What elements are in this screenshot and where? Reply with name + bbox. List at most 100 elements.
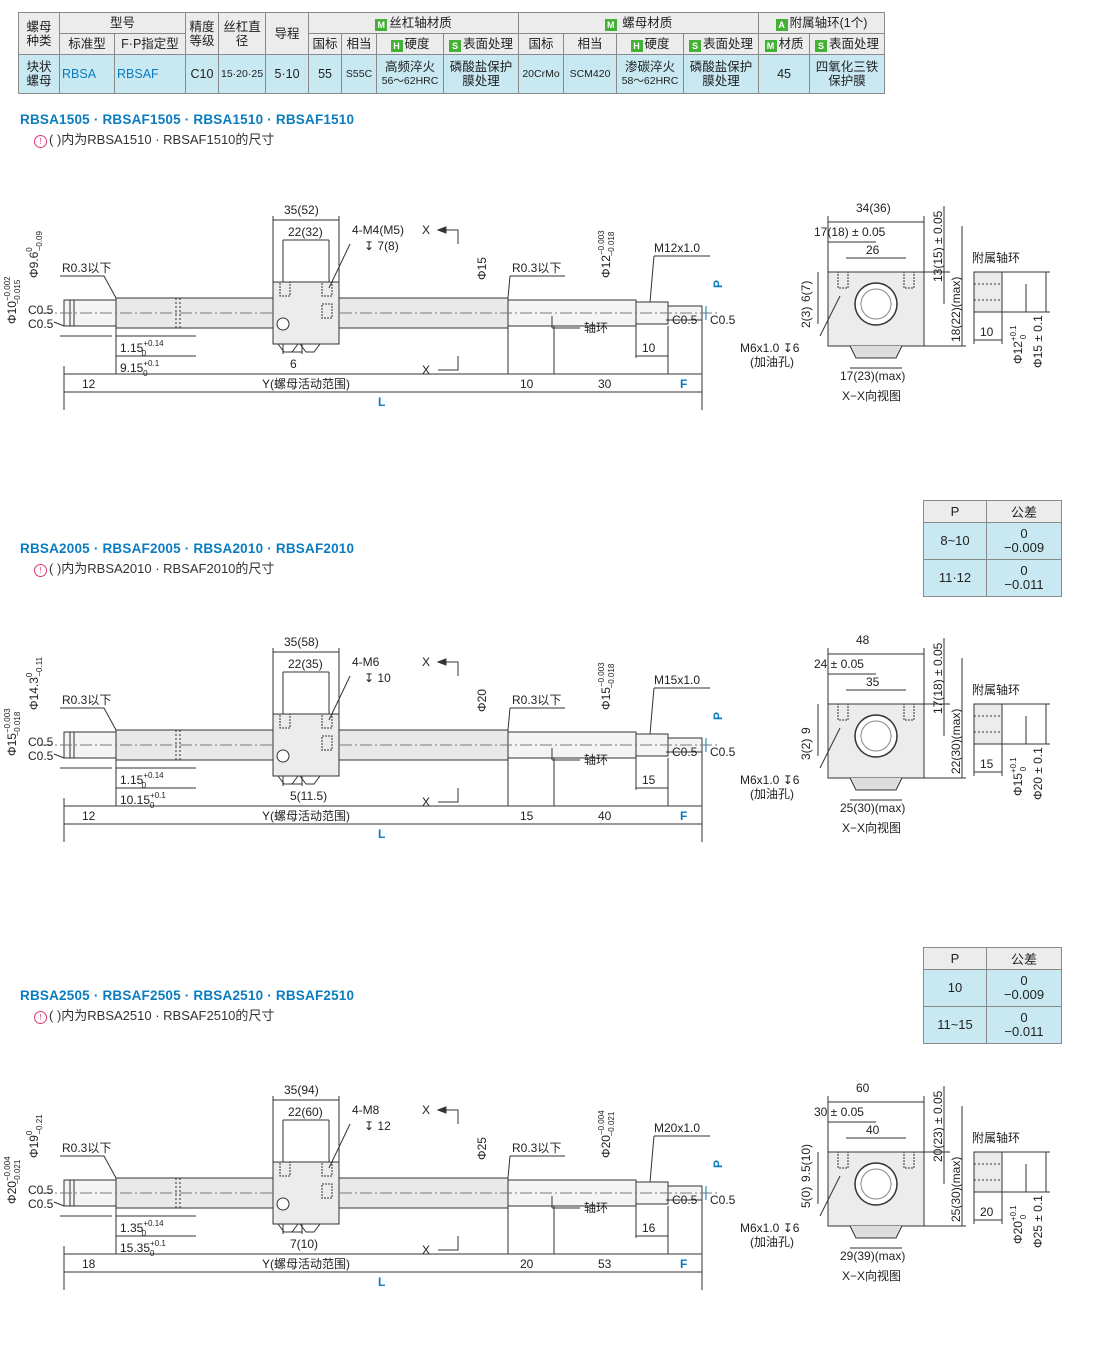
hardness-icon: H xyxy=(630,39,643,52)
section-2-note: !( )内为RBSA2010 · RBSAF2010的尺寸 xyxy=(34,558,274,577)
label-dim-c: 10 xyxy=(642,341,656,355)
label-dim-hole: 6 xyxy=(290,357,297,371)
label-ring-title: 附属轴环 xyxy=(972,1130,1020,1145)
label-shaft-phi: Φ15−0.003−0.018 xyxy=(597,662,616,710)
nut-block xyxy=(272,1161,340,1225)
label-thread: M15x1.0 xyxy=(654,673,700,687)
technical-drawing: 35(52) 22(32) 4-M4(M5) ↧ 7(8) X X R0.3以下… xyxy=(3,201,1050,410)
nut-teeth xyxy=(277,1223,321,1233)
header-model: 型号 xyxy=(59,12,186,34)
cell-nut-type: 块状螺母 xyxy=(18,54,60,94)
surface-icon: S xyxy=(815,39,828,52)
cell-standard: RBSA xyxy=(59,54,115,94)
oil-hole xyxy=(276,749,290,763)
label-dim-left: 18 xyxy=(82,1257,96,1271)
label-block-pitch: 26 xyxy=(866,243,880,257)
cell-diameter: 15·20·25 xyxy=(217,54,267,94)
label-left-phi: Φ15−0.003−0.018 xyxy=(3,708,22,756)
label-p: P xyxy=(711,280,725,288)
label-r03-right: R0.3以下 xyxy=(512,693,561,707)
label-y: Y(螺母活动范围) xyxy=(262,1257,350,1271)
drawing-section-2: 35(58) 22(35) 4-M6 ↧ 10 X X R0.3以下 R0.3以… xyxy=(0,628,1100,893)
label-block-s1: 6(7) xyxy=(799,281,813,302)
label-tap-depth: ↧ 7(8) xyxy=(364,239,399,253)
header-nut-type: 螺母种类 xyxy=(18,12,60,55)
label-block-h2: 18(22)(max) xyxy=(949,277,963,342)
label-thread: M12x1.0 xyxy=(654,241,700,255)
label-x-bottom: X xyxy=(422,1243,430,1257)
label-shaft-phi: Φ20−0.004−0.021 xyxy=(597,1110,616,1158)
label-x-top: X xyxy=(422,1103,430,1117)
label-block-s2: 2(3) xyxy=(799,307,813,328)
tap-hole xyxy=(321,713,333,729)
label-nut-hole-pitch: 22(32) xyxy=(288,225,323,239)
tol-value: 0−0.011 xyxy=(986,1006,1062,1044)
end-view xyxy=(817,1086,966,1249)
end-view xyxy=(817,206,966,369)
nut-block xyxy=(272,281,340,345)
section-2-title: RBSA2005 · RBSAF2005 · RBSA2010 · RBSAF2… xyxy=(20,541,355,556)
label-dim-b: 53 xyxy=(598,1257,612,1271)
shaft-ring xyxy=(973,1151,1050,1224)
label-ring-title: 附属轴环 xyxy=(972,682,1020,697)
label-block-s2: 3(2) xyxy=(799,739,813,760)
label-block-width: 48 xyxy=(856,633,870,647)
label-view: X−X向视图 xyxy=(842,1268,901,1283)
oil-hole xyxy=(276,317,290,331)
tol-header-tol: 公差 xyxy=(986,947,1062,970)
cell-shaft-gb: 55 xyxy=(308,54,343,94)
label-ring: 轴环 xyxy=(584,752,608,767)
label-p: P xyxy=(711,1160,725,1168)
label-ring-width: 20 xyxy=(980,1205,994,1219)
label-f: F xyxy=(680,1257,687,1271)
label-r03-left: R0.3以下 xyxy=(62,693,111,707)
label-oil: M6x1.0 ↧6 xyxy=(740,341,800,355)
label-c05-d: C0.5 xyxy=(710,1193,736,1207)
cell-nut-surface: 磷酸盐保护膜处理 xyxy=(683,54,760,94)
label-l: L xyxy=(378,1275,385,1289)
surface-icon: S xyxy=(449,39,462,52)
note-icon: ! xyxy=(34,1011,47,1024)
material-icon: M xyxy=(604,18,617,31)
header-nut-eq: 相当 xyxy=(563,33,618,55)
label-c05-d: C0.5 xyxy=(710,313,736,327)
header-precision: 精度等级 xyxy=(185,12,219,55)
label-c05-c: C0.5 xyxy=(672,745,698,759)
cell-ring-material: 45 xyxy=(758,54,811,94)
material-icon: M xyxy=(764,39,777,52)
label-dim-left: 12 xyxy=(82,809,96,823)
technical-drawing: 35(58) 22(35) 4-M6 ↧ 10 X X R0.3以下 R0.3以… xyxy=(3,633,1050,842)
label-tap-depth: ↧ 12 xyxy=(364,1119,391,1133)
label-nut-width: 35(52) xyxy=(284,203,319,217)
accessory-icon: A xyxy=(775,18,788,31)
label-ring-outer: Φ25 ± 0.1 xyxy=(1031,1195,1045,1248)
tap-hole xyxy=(279,1161,291,1177)
tol-value: 0−0.011 xyxy=(986,559,1062,597)
label-end-phi: Φ9.60−0.09 xyxy=(25,230,44,278)
drawing-section-3: 35(94) 22(60) 4-M8 ↧ 12 X X R0.3以下 R0.3以… xyxy=(0,1076,1100,1341)
label-thread: M20x1.0 xyxy=(654,1121,700,1135)
label-tap: 4-M4(M5) xyxy=(352,223,404,237)
header-standard: 标准型 xyxy=(59,33,115,55)
note-icon: ! xyxy=(34,564,47,577)
label-oil: M6x1.0 ↧6 xyxy=(740,773,800,787)
label-r03-right: R0.3以下 xyxy=(512,261,561,275)
label-ring: 轴环 xyxy=(584,1200,608,1215)
hardness-icon: H xyxy=(390,39,403,52)
label-block-half: 24 ± 0.05 xyxy=(814,657,864,671)
label-end-phi: Φ14.30−0.11 xyxy=(25,656,44,710)
drawing-section-1: 35(52) 22(32) 4-M4(M5) ↧ 7(8) X X R0.3以下… xyxy=(0,196,1100,461)
label-x-bottom: X xyxy=(422,795,430,809)
label-c05-b: C0.5 xyxy=(28,749,54,763)
tap-hole xyxy=(321,303,333,319)
label-phi-large: Φ25 xyxy=(475,1137,489,1160)
